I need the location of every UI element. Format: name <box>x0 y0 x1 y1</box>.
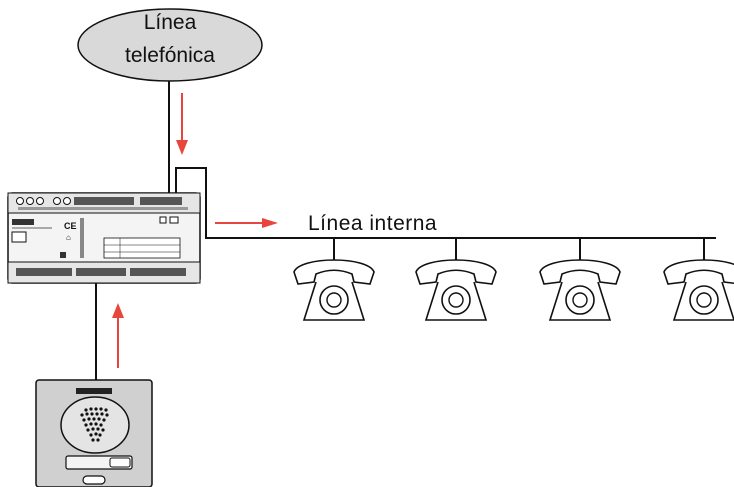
door-panel-arrow <box>112 303 124 368</box>
cloud-label-line1: Línea <box>143 11 197 34</box>
svg-text:⌂: ⌂ <box>66 233 71 242</box>
interface-output-wire <box>175 167 716 239</box>
telephone-interface-module: CE ⌂ <box>7 192 201 284</box>
outgoing-arrow <box>215 218 278 228</box>
telephone-icon <box>663 259 734 321</box>
cloud-label-line2: telefónica <box>125 44 215 67</box>
telephone-icon <box>539 259 621 321</box>
internal-line-label: Línea interna <box>308 212 438 235</box>
phone-drops <box>333 238 705 262</box>
door-entry-panel <box>35 379 153 487</box>
telephone-icon <box>293 259 375 321</box>
svg-text:CE: CE <box>64 221 77 231</box>
telephone-icon <box>415 259 497 321</box>
call-button <box>82 475 106 485</box>
speaker-grille-icon <box>80 407 109 442</box>
incoming-arrow <box>176 93 188 155</box>
